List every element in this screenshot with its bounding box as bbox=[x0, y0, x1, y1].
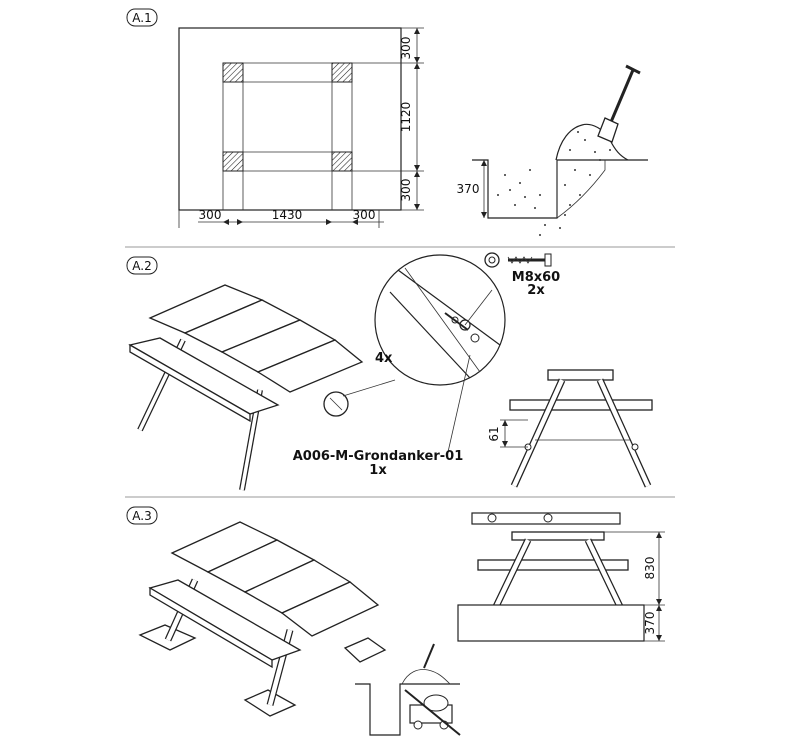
a3-pour-illustration bbox=[355, 643, 461, 736]
step-badge-a1: A.1 bbox=[126, 8, 158, 27]
dim-center: 1430 bbox=[272, 208, 303, 222]
bolt-size: M8x60 bbox=[512, 270, 560, 285]
a2-table-isometric bbox=[128, 284, 364, 491]
svg-text:A.3: A.3 bbox=[132, 509, 151, 523]
a3-table-isometric bbox=[138, 521, 387, 717]
post-hole-marker bbox=[331, 62, 353, 83]
dim-top: 300 bbox=[399, 37, 413, 60]
dim-depth-370: 370 bbox=[643, 612, 657, 635]
shovel-icon bbox=[597, 64, 641, 143]
a2-side-elevation: 61 bbox=[487, 369, 653, 488]
post-hole-marker bbox=[222, 151, 244, 172]
dim-left: 300 bbox=[199, 208, 222, 222]
concrete-mixer-icon bbox=[409, 694, 453, 730]
a2-detail-magnifier: 4x bbox=[342, 254, 506, 397]
svg-text:A.2: A.2 bbox=[132, 259, 151, 273]
prohibited-mark bbox=[404, 689, 461, 736]
dim-depth: 370 bbox=[457, 182, 480, 196]
dim-height-61: 61 bbox=[487, 426, 501, 441]
step-badge-a2: A.2 bbox=[126, 256, 158, 275]
dim-right: 300 bbox=[353, 208, 376, 222]
post-hole-marker bbox=[331, 151, 353, 172]
a2-bolt-callout: M8x60 2x bbox=[484, 252, 560, 298]
bolt-icon bbox=[507, 253, 552, 267]
step-badge-a3: A.3 bbox=[126, 506, 158, 525]
part-name: A006-M-Grondanker-01 bbox=[293, 449, 464, 464]
a2-part-label: A006-M-Grondanker-01 1x bbox=[293, 354, 471, 478]
a3-level-elevation: 830 370 bbox=[457, 512, 665, 642]
dim-bottom: 300 bbox=[399, 179, 413, 202]
repeat-count: 4x bbox=[375, 351, 393, 366]
a1-dig-hole-illustration: 370 bbox=[457, 64, 648, 236]
spirit-level-icon bbox=[471, 512, 621, 525]
bolt-quantity: 2x bbox=[527, 283, 545, 298]
part-quantity: 1x bbox=[369, 463, 387, 478]
svg-text:A.1: A.1 bbox=[132, 11, 151, 25]
post-hole-marker bbox=[222, 62, 244, 83]
dim-height-830: 830 bbox=[643, 557, 657, 580]
a1-plan-view: 300 1120 300 300 1430 300 bbox=[178, 27, 424, 228]
dim-middle: 1120 bbox=[399, 102, 413, 133]
